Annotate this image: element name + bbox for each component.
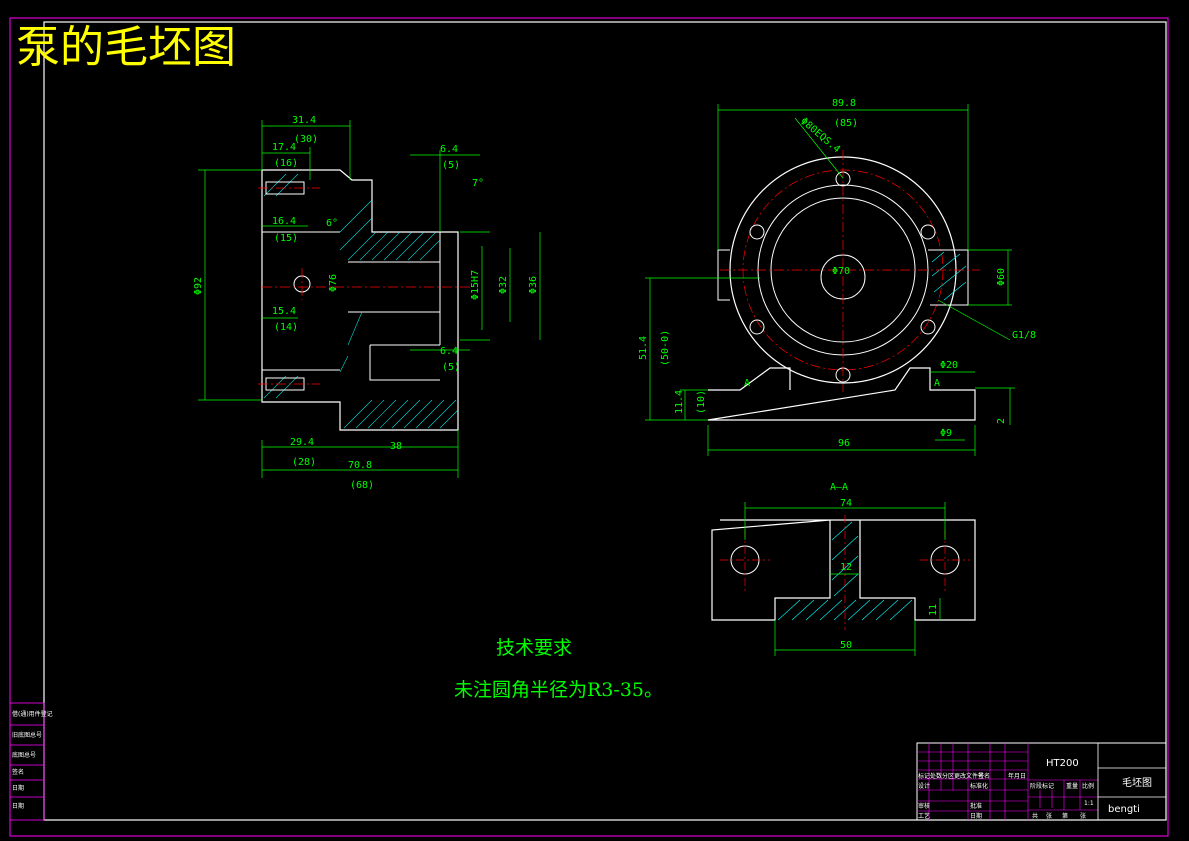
section-aa: A—A 74 12 11 50 — [711, 482, 976, 656]
dim-16: (16) — [274, 158, 298, 169]
tb-hdr-change-doc: 更改文件号 — [954, 772, 984, 780]
dim-28: (28) — [292, 457, 316, 468]
tb-hdr-zone: 分区 — [942, 772, 954, 780]
side-bolt-hole-lr — [920, 319, 936, 335]
front-view-hatch — [263, 173, 459, 429]
side-dim-labels: 89.8 (85) Φ80EQS.4 Φ70 Φ60 G1/8 51.4 (50… — [638, 98, 1036, 449]
dim-50: (50-0) — [660, 330, 671, 366]
tech-note: 未注圆角半径为R3-35。 — [454, 679, 663, 701]
dim-96: 96 — [838, 438, 850, 449]
dim-15: (15) — [274, 233, 298, 244]
title-block: HT200 毛坯图 bengti 标记 处数 分区 更改文件号 签名 年月日 设… — [916, 742, 1167, 821]
side-right-boss — [928, 249, 969, 306]
dim-74: 74 — [840, 498, 852, 509]
dim-89-8: 89.8 — [832, 98, 856, 109]
dim-17-4: 17.4 — [272, 142, 296, 153]
dim-85: (85) — [834, 118, 858, 129]
dim-50-section: 50 — [840, 640, 852, 651]
side-bolt-hole-ul — [749, 224, 765, 240]
tb-role-standard: 标准化 — [970, 782, 988, 790]
dim-phi36: Φ36 — [528, 276, 539, 294]
tb-hdr-date: 年月日 — [1008, 772, 1026, 780]
left-strip: 借(通)用件登记 旧底图总号 底图总号 签名 日期 日期 — [9, 702, 53, 821]
section-hatch — [777, 521, 913, 621]
strip-old-drawing-no: 旧底图总号 — [12, 731, 42, 739]
inner-border — [43, 21, 1167, 821]
dim-phi70: Φ70 — [832, 266, 850, 277]
side-bolt-hole-ur — [920, 224, 936, 240]
front-view-outline — [261, 169, 459, 431]
dim-2: 2 — [996, 418, 1007, 424]
dim-15-4: 15.4 — [272, 306, 296, 317]
dim-phi60: Φ60 — [996, 268, 1007, 286]
tb-material: HT200 — [1046, 758, 1079, 769]
dim-phi15h7: Φ15H7 — [470, 270, 481, 300]
tb-sheet-total: 共 — [1032, 812, 1038, 820]
side-boss-hatch — [931, 251, 967, 301]
dim-phi32: Φ32 — [498, 276, 509, 294]
strip-date-1: 日期 — [12, 784, 24, 792]
view-mark-a-left: A — [744, 378, 750, 389]
outer-border — [9, 17, 1169, 837]
tb-role-design: 设计 — [918, 782, 930, 790]
side-bolt-hole-ll — [749, 319, 765, 335]
tb-scale: 1:1 — [1084, 800, 1094, 807]
tb-role-review: 审核 — [918, 802, 930, 810]
side-base — [707, 367, 976, 421]
tb-weight: 重量 — [1066, 782, 1078, 790]
dim-14: (14) — [274, 322, 298, 333]
tb-sheet-unit-2: 张 — [1080, 812, 1086, 820]
section-label: A—A — [830, 482, 848, 493]
tb-role-approve: 批准 — [970, 802, 982, 810]
dim-30: (30) — [294, 134, 318, 145]
dim-6-4-bottom: 6.4 — [440, 346, 458, 357]
dim-12: 12 — [840, 562, 852, 573]
tb-scale-hdr: 比例 — [1082, 782, 1094, 790]
side-view: 89.8 (85) Φ80EQS.4 Φ70 Φ60 G1/8 51.4 (50… — [638, 98, 1036, 456]
dim-6-4-top: 6.4 — [440, 144, 458, 155]
tb-drawing-name: 毛坯图 — [1122, 777, 1152, 789]
side-left-boss — [717, 249, 730, 301]
tb-code: bengti — [1108, 804, 1140, 815]
dim-68: (68) — [350, 480, 374, 491]
tb-hdr-sign: 签名 — [978, 772, 990, 780]
dim-5-bottom: (5) — [442, 362, 460, 373]
tb-hdr-mark: 标记 — [918, 772, 930, 780]
tb-role-process: 工艺 — [918, 812, 930, 820]
dim-7deg: 7° — [472, 178, 484, 189]
dim-70-8: 70.8 — [348, 460, 372, 471]
drawing-title: 泵的毛坯图 — [16, 22, 236, 73]
dim-31-4: 31.4 — [292, 115, 316, 126]
tb-sheet-no: 第 — [1062, 812, 1068, 820]
strip-date-2: 日期 — [12, 802, 24, 810]
tb-sheet-unit-1: 张 — [1046, 812, 1052, 820]
dim-6deg: 6° — [326, 218, 338, 229]
front-dim-labels: 31.4 (30) 17.4 (16) 16.4 (15) 15.4 (14) … — [193, 115, 539, 491]
strip-signature: 签名 — [12, 768, 24, 776]
dim-16-4: 16.4 — [272, 216, 296, 227]
dim-5-top: (5) — [442, 160, 460, 171]
dim-11-4: 11.4 — [674, 390, 685, 414]
dim-11: 11 — [928, 604, 939, 616]
dim-51-4: 51.4 — [638, 336, 649, 360]
dim-phi92: Φ92 — [193, 277, 204, 295]
dim-29-4: 29.4 — [290, 437, 314, 448]
dim-phi76: Φ76 — [328, 274, 339, 292]
strip-drawing-no: 底图总号 — [12, 751, 36, 759]
front-view: 31.4 (30) 17.4 (16) 16.4 (15) 15.4 (14) … — [193, 115, 541, 491]
tb-role-date: 日期 — [970, 812, 982, 820]
tb-hdr-count: 处数 — [930, 772, 942, 780]
dim-38: 38 — [390, 441, 402, 452]
view-mark-a-right: A — [934, 378, 940, 389]
tb-stage-mark: 阶段标记 — [1030, 782, 1054, 790]
front-view-bore — [262, 231, 441, 381]
tech-heading: 技术要求 — [496, 637, 572, 659]
dim-phi20: Φ20 — [940, 360, 958, 371]
dim-10: (10) — [696, 390, 707, 414]
strip-registration: 借(通)用件登记 — [12, 710, 53, 718]
dim-phi9: Φ9 — [940, 428, 952, 439]
dim-g18: G1/8 — [1012, 330, 1036, 341]
